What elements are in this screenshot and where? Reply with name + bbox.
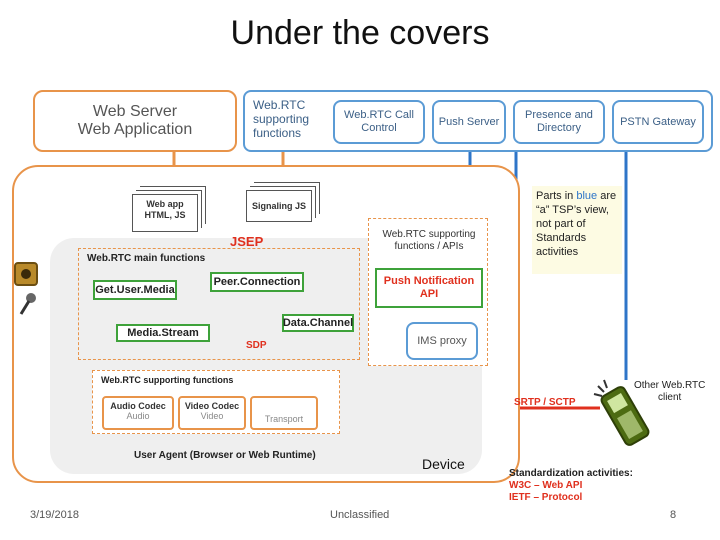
standardization-ietf: IETF – Protocol xyxy=(509,492,583,503)
get-user-media-box: Get.User.Media xyxy=(93,280,177,300)
standardization-block: Standardization activities: W3C – Web AP… xyxy=(509,468,633,504)
peer-connection-box: Peer.Connection xyxy=(210,272,304,292)
web-server-label: Web Server xyxy=(92,103,178,120)
other-client-label: Other Web.RTC client xyxy=(634,380,705,404)
speaker-icon xyxy=(14,262,38,286)
pstn-gateway-box: PSTN Gateway xyxy=(612,100,704,144)
mobile-phone-icon xyxy=(590,376,660,450)
device-label: Device xyxy=(422,456,465,472)
tsp-label-line: functions xyxy=(253,126,302,140)
note-text-blue: blue xyxy=(576,190,598,202)
tsp-label-line: Web.RTC xyxy=(253,98,306,112)
ims-proxy-box: IMS proxy xyxy=(406,322,478,360)
presence-directory-box: Presence and Directory xyxy=(513,100,605,144)
footer-page-number: 8 xyxy=(670,509,677,521)
slide-title: Under the covers xyxy=(230,14,490,52)
tsp-label-line: supporting xyxy=(253,112,310,126)
srtp-sctp-label: SRTP / SCTP xyxy=(514,397,576,408)
video-codec-box: Video Codec Video xyxy=(178,396,246,430)
audio-codec-label: Audio Codec xyxy=(110,401,166,411)
footer-classification: Unclassified xyxy=(330,509,390,521)
signaling-js-document: Signaling JS xyxy=(246,190,312,222)
webrtc-main-functions-label: Web.RTC main functions xyxy=(87,253,206,264)
standardization-w3c: W3C – Web API xyxy=(509,480,583,491)
web-app-doc-line: Web app xyxy=(146,199,184,209)
standardization-title: Standardization activities: xyxy=(509,468,633,479)
note-text-post: are “a” TSP’s view, not part of Standard… xyxy=(536,190,617,258)
audio-codec-box: Audio Codec Audio xyxy=(102,396,174,430)
other-client-line: Other Web.RTC xyxy=(634,380,706,391)
user-agent-label: User Agent (Browser or Web Runtime) xyxy=(134,450,316,461)
web-app-document: Web app HTML, JS xyxy=(132,194,198,232)
push-notification-api-box: Push Notification API xyxy=(375,268,483,308)
footer-date: 3/19/2018 xyxy=(30,509,79,521)
call-control-box: Web.RTC Call Control xyxy=(333,100,425,144)
transport-box: Transport xyxy=(250,396,318,430)
other-client-line: client xyxy=(657,392,682,403)
web-app-doc-line: HTML, JS xyxy=(144,210,186,220)
video-codec-sub: Video xyxy=(200,411,224,421)
web-application-label: Web Application xyxy=(77,121,193,138)
audio-codec-sub: Audio xyxy=(126,411,150,421)
microphone-icon xyxy=(18,292,38,316)
tsp-functions-label: Web.RTC supporting functions xyxy=(253,98,309,140)
webrtc-main-functions-box: Web.RTC main functions xyxy=(78,248,360,360)
sdp-label: SDP xyxy=(246,340,267,351)
media-stream-box: Media.Stream xyxy=(116,324,210,342)
tsp-note-box: Parts in blue are “a” TSP’s view, not pa… xyxy=(532,186,622,274)
supporting-functions-title: Web.RTC supporting functions xyxy=(101,375,234,385)
video-codec-label: Video Codec xyxy=(184,401,240,411)
jsep-label: JSEP xyxy=(230,234,264,249)
push-server-box: Push Server xyxy=(432,100,506,144)
data-channel-box: Data.Channel xyxy=(282,314,354,332)
supporting-apis-title: Web.RTC supporting functions / APIs xyxy=(382,229,476,252)
web-server-box: Web Server Web Application xyxy=(33,90,237,152)
note-text-pre: Parts in xyxy=(536,190,577,202)
